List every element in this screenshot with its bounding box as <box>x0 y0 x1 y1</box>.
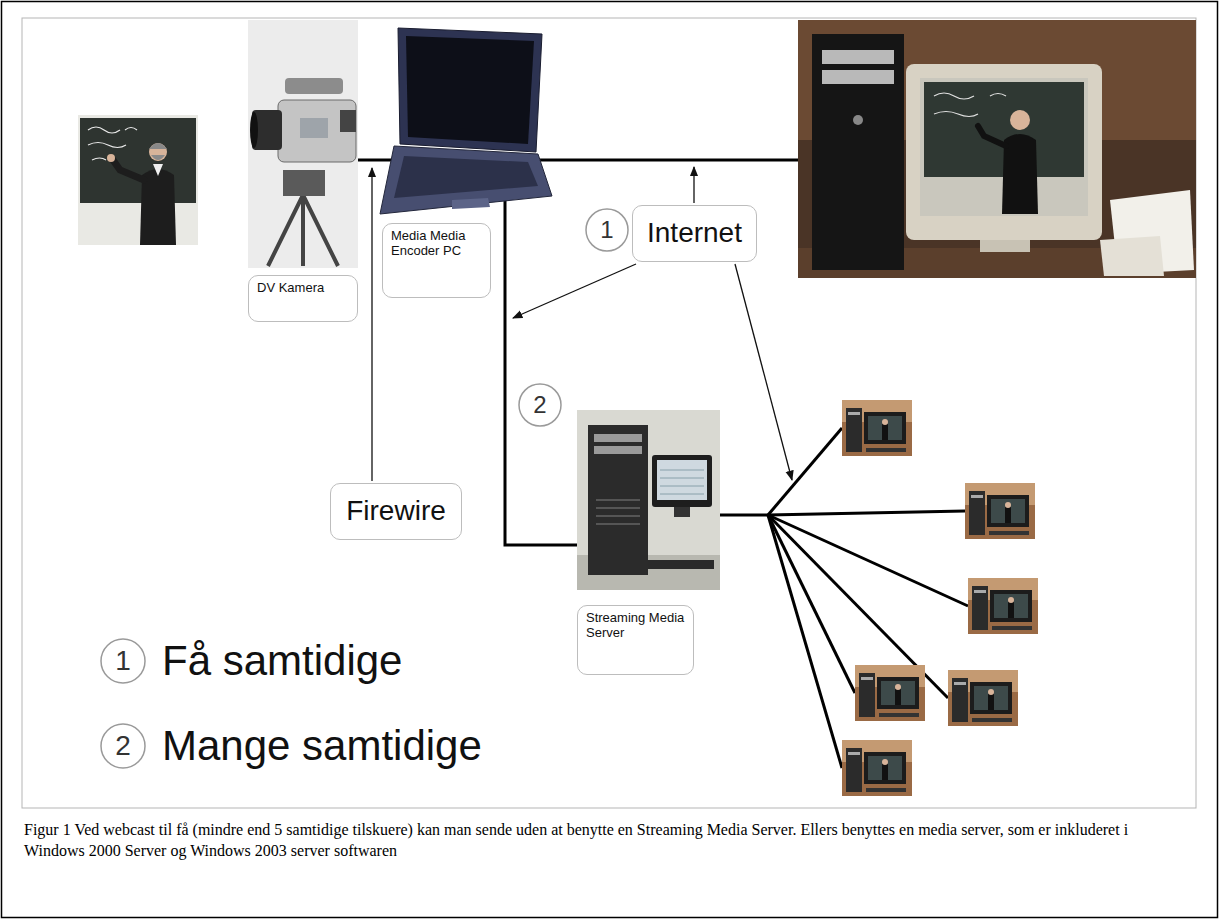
pc-tower <box>812 34 904 270</box>
label-text: Media Media Encoder PC <box>391 229 482 259</box>
touchpad <box>452 198 490 209</box>
papers <box>1100 236 1164 276</box>
direct-link <box>540 159 805 162</box>
leader-arrow <box>735 264 792 480</box>
photo-ground <box>798 20 1196 278</box>
lecturer-arm <box>113 160 144 180</box>
drive-bay <box>822 50 894 64</box>
lecturer-hand <box>107 154 115 162</box>
callout-number: 2 <box>518 383 562 427</box>
callout-text: 2 <box>115 730 131 762</box>
client-photo <box>842 400 912 456</box>
tripod <box>268 195 338 266</box>
drive-bay <box>594 434 642 442</box>
eyepiece <box>340 110 356 132</box>
legend-number: 2 <box>100 723 146 769</box>
lens-glass <box>250 112 258 148</box>
label-text: Internet <box>647 217 742 249</box>
client-link <box>768 511 965 515</box>
callout-number: 1 <box>585 208 629 252</box>
device-label: Media Media Encoder PC <box>382 223 491 298</box>
drive-bay <box>594 446 642 454</box>
photo-ground <box>78 115 198 245</box>
grille <box>596 500 640 524</box>
photo-ground <box>248 20 358 268</box>
device-label: Streaming Media Server <box>577 605 694 675</box>
callout-text: 2 <box>533 391 546 419</box>
circle-shape <box>101 639 145 683</box>
label-text: Streaming Media Server <box>586 611 685 641</box>
legend-text: Mange samtidige <box>162 721 482 771</box>
client-photo <box>948 670 1018 726</box>
camera-photo <box>248 20 358 268</box>
server-out <box>712 514 768 517</box>
desktop-photo <box>798 20 1196 278</box>
label-text: Firewire <box>346 495 446 527</box>
label-text: DV Kamera <box>257 281 324 296</box>
client-link <box>768 515 968 606</box>
keyboard <box>648 560 714 569</box>
camera-body <box>278 100 356 162</box>
client-photo <box>965 483 1035 539</box>
figure-frame <box>22 18 1196 808</box>
network-label: Internet <box>632 205 757 262</box>
leader-arrow <box>371 168 372 481</box>
client-link <box>768 428 842 515</box>
tripod-head <box>283 170 325 196</box>
callout-text: 1 <box>115 645 131 677</box>
server-photo <box>577 410 720 590</box>
lecturer-arm <box>978 126 1006 146</box>
figure-caption: Figur 1 Ved webcast til få (mindre end 5… <box>24 820 1192 862</box>
leader-arrows <box>372 167 792 481</box>
laptop-screen <box>406 36 534 144</box>
server-tower <box>588 425 648 575</box>
leader-arrow <box>513 264 636 318</box>
client-photo <box>855 665 925 721</box>
callout-text: 1 <box>600 216 613 244</box>
laptop-photo <box>380 28 552 214</box>
circle-shape <box>586 209 628 251</box>
camera-handle <box>285 78 343 94</box>
monitor-screen <box>920 78 1088 216</box>
monitor-stand <box>674 507 690 517</box>
legend-text: Få samtidige <box>162 636 402 686</box>
circle-shape <box>519 384 561 426</box>
lecturer-head <box>149 143 167 161</box>
device-label: DV Kamera <box>248 275 358 322</box>
laptop-lid <box>398 28 542 152</box>
monitor <box>652 455 712 507</box>
laptop-keyboard <box>394 156 538 198</box>
monitor <box>906 64 1102 240</box>
lecturer-shirt <box>153 164 163 176</box>
screen-table <box>660 470 704 494</box>
lecturer-head <box>1010 110 1030 130</box>
monitor-stand <box>980 240 1030 252</box>
lecturer-beard <box>151 155 165 160</box>
photo-ground <box>577 410 720 590</box>
client-photo <box>968 578 1038 634</box>
firewire-cable <box>356 159 395 162</box>
leader-arrow <box>693 167 694 203</box>
laptop-base <box>380 146 552 214</box>
server-link <box>505 200 585 545</box>
circle-shape <box>101 724 145 768</box>
cable-label: Firewire <box>330 483 462 540</box>
chalk-writing <box>934 93 1006 117</box>
blackboard <box>80 118 196 203</box>
client-link <box>768 515 842 768</box>
client-photo <box>842 740 912 796</box>
monitor-screen <box>657 460 707 500</box>
drive-bay <box>822 70 894 84</box>
camera-panel <box>300 118 328 138</box>
lecturer-photo <box>78 115 198 245</box>
lecturer-hair <box>149 143 167 149</box>
legend-number: 1 <box>100 638 146 684</box>
power-button <box>853 115 863 125</box>
